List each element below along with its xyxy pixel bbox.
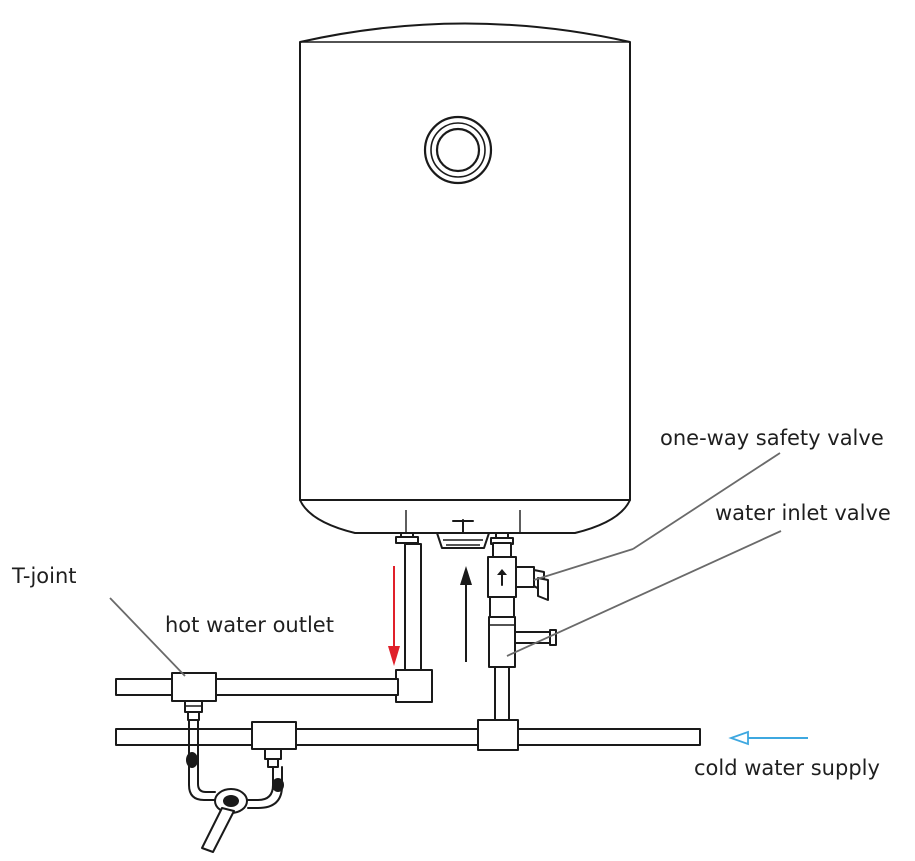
tank-bottom-fittings [395, 519, 514, 549]
cold-supply-arrow [728, 730, 808, 746]
safety-valve-leader-line-b [533, 548, 634, 581]
water-heater-tank [299, 22, 631, 534]
hot-flow-arrow [388, 566, 400, 666]
label-t-joint: T-joint [12, 564, 77, 588]
inlet-flow-arrow [460, 566, 472, 662]
inlet-valve-leader-line [506, 530, 782, 657]
t-joint-leader-line [109, 597, 186, 677]
inlet-pipe-assembly [487, 542, 557, 721]
cold-water-supply-pipe [115, 719, 701, 768]
thermostat-knob [423, 115, 493, 185]
mixing-valve-loop [186, 719, 284, 853]
safety-valve-leader-line-a [632, 452, 781, 550]
label-inlet-valve: water inlet valve [715, 501, 891, 525]
label-hot-outlet: hot water outlet [165, 613, 334, 637]
t-joint-fitting [171, 672, 217, 721]
label-safety-valve: one-way safety valve [660, 426, 884, 450]
label-cold-supply: cold water supply [694, 756, 880, 780]
